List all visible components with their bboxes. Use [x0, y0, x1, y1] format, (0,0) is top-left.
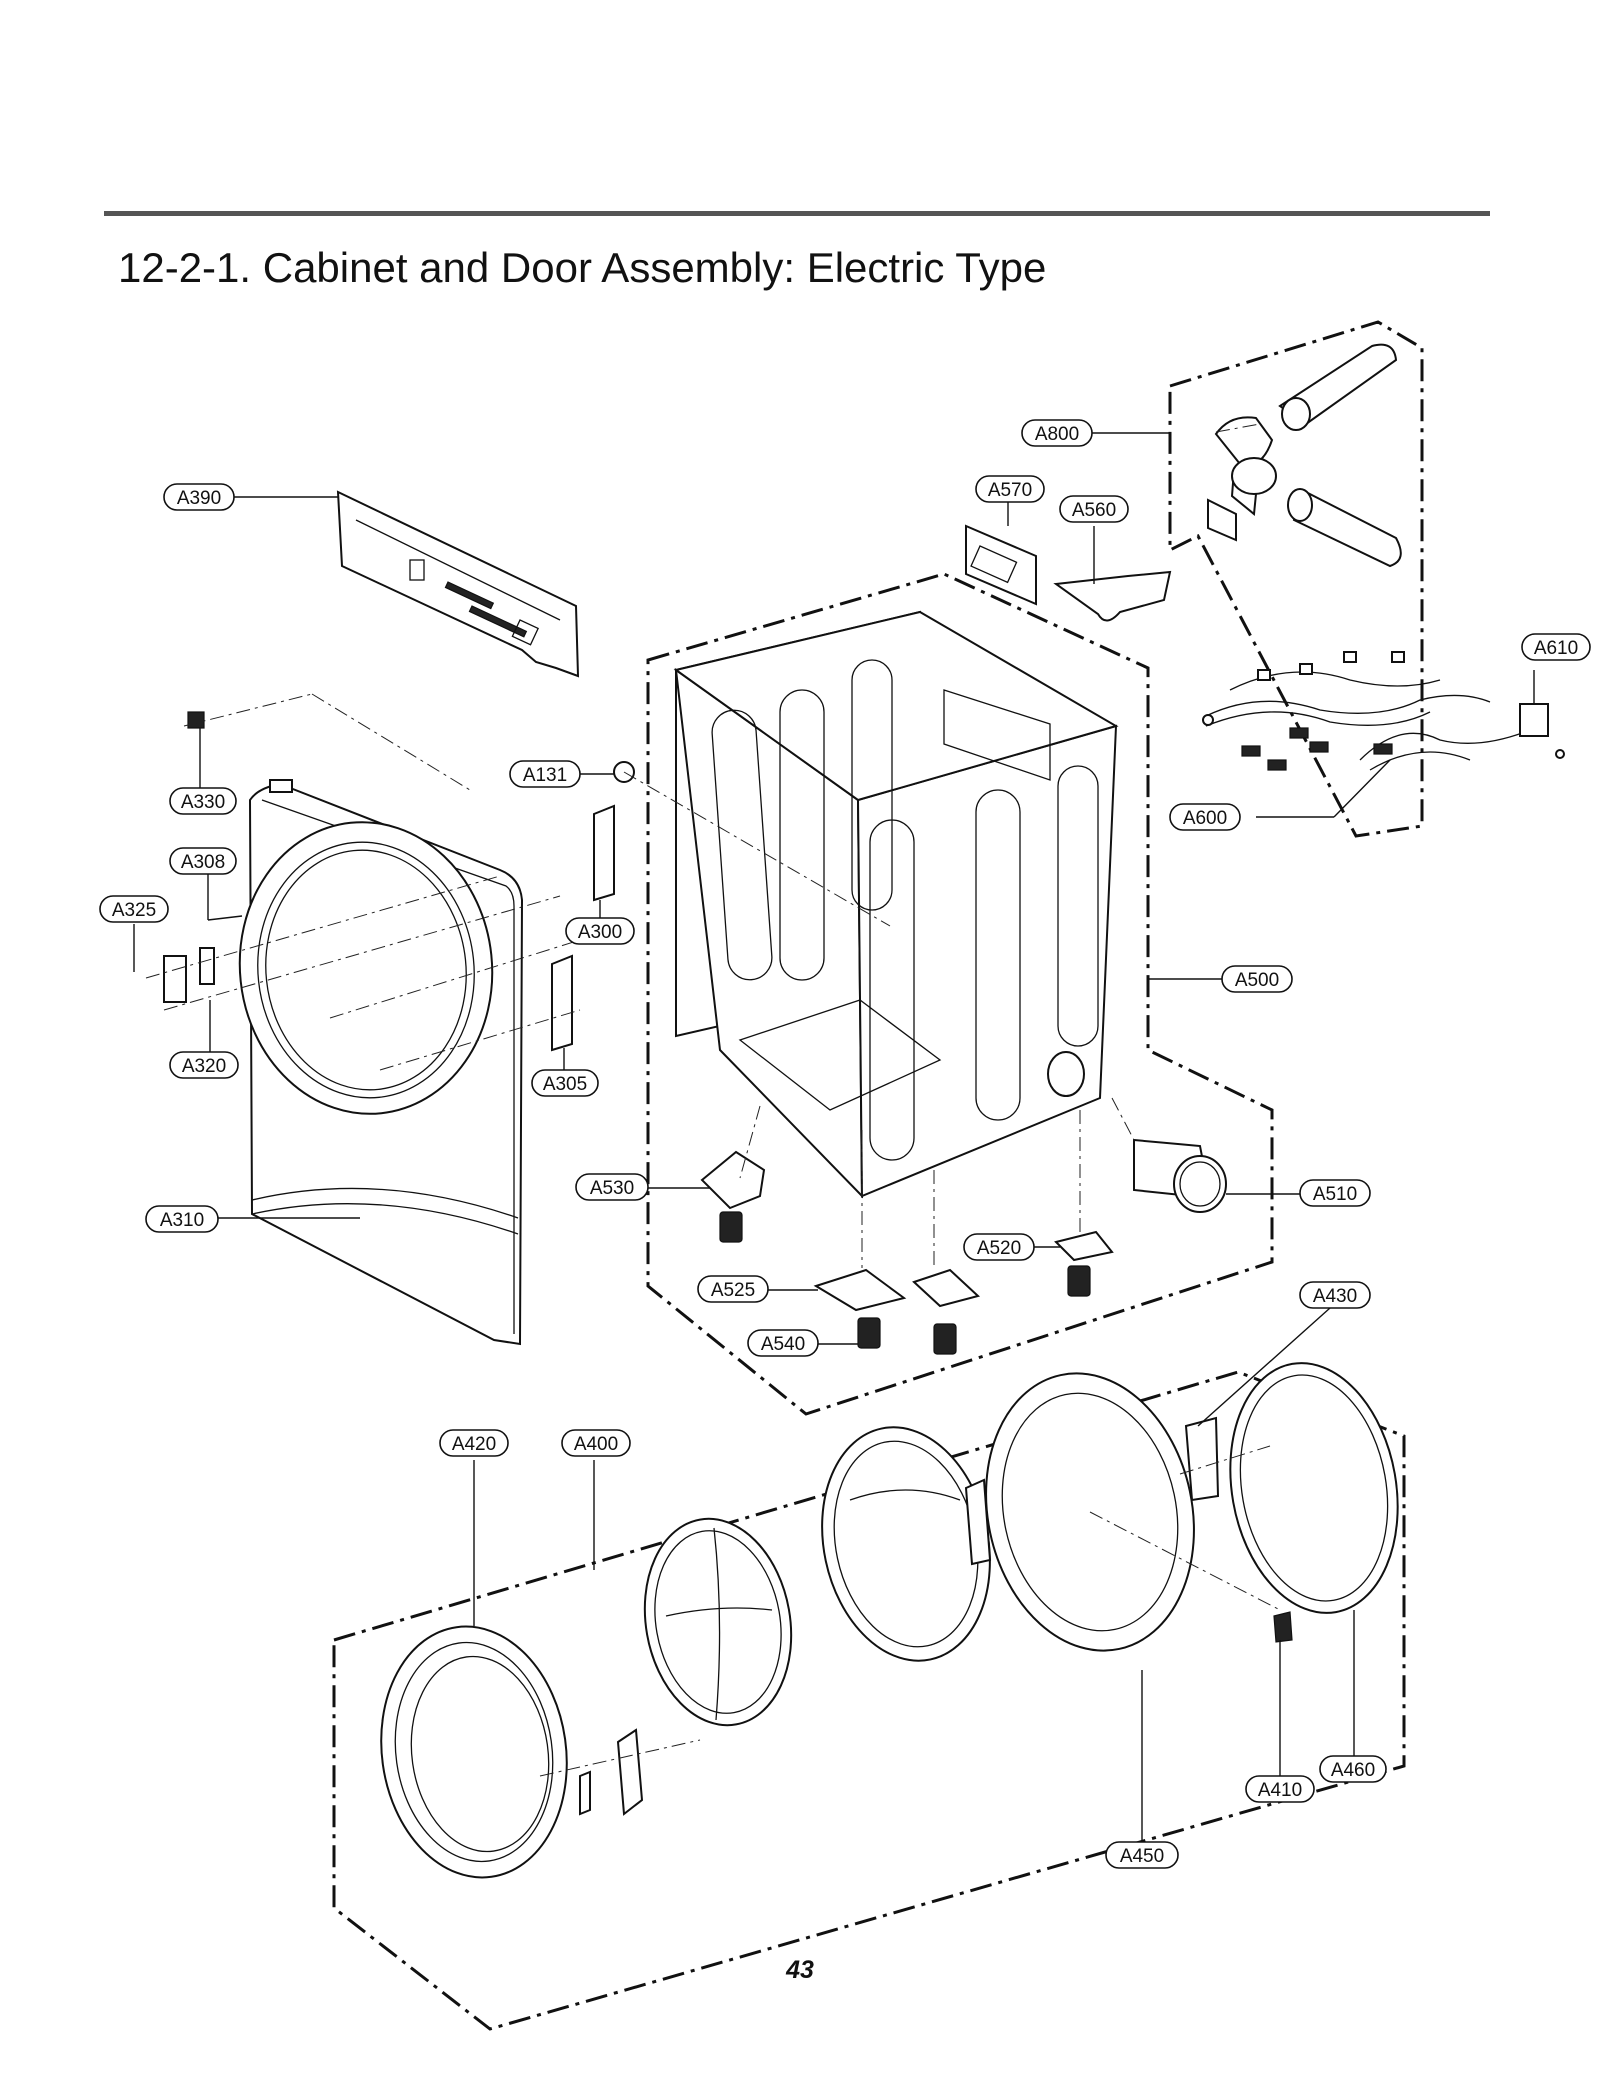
svg-text:A510: A510 — [1313, 1184, 1357, 1205]
callout-a500: A500 — [1221, 965, 1293, 993]
page-title: 12-2-1. Cabinet and Door Assembly: Elect… — [118, 244, 1047, 291]
svg-text:A610: A610 — [1534, 638, 1578, 659]
leg-bracket-part — [700, 1150, 1114, 1355]
callout-a610: A610 — [1521, 633, 1591, 661]
callout-a525: A525 — [697, 1275, 769, 1303]
door-outer-part — [380, 1625, 568, 1879]
callout-a460: A460 — [1319, 1755, 1387, 1783]
control-bracket-part — [336, 490, 580, 678]
callout-a310: A310 — [145, 1205, 219, 1233]
group-box-door — [332, 1370, 1406, 2031]
callout-a410: A410 — [1245, 1775, 1315, 1803]
svg-text:A400: A400 — [574, 1434, 618, 1455]
wire-harness-part — [1202, 651, 1565, 771]
callout-a420: A420 — [439, 1429, 509, 1457]
svg-text:A390: A390 — [177, 488, 221, 509]
callout-a600: A600 — [1169, 803, 1241, 831]
cabinet-part — [673, 610, 1119, 1199]
svg-text:A330: A330 — [181, 792, 225, 813]
callout-a530: A530 — [575, 1173, 649, 1201]
top-rule — [104, 211, 1490, 216]
svg-text:A525: A525 — [711, 1280, 755, 1301]
callout-a400: A400 — [561, 1429, 631, 1457]
callout-a800: A800 — [1021, 419, 1093, 447]
svg-text:A430: A430 — [1313, 1286, 1357, 1307]
callout-a320: A320 — [169, 1051, 239, 1079]
callout-a308: A308 — [169, 847, 237, 875]
svg-text:A300: A300 — [578, 922, 622, 943]
callout-a570: A570 — [975, 475, 1045, 503]
callout-a300: A300 — [565, 917, 635, 945]
svg-text:A800: A800 — [1035, 424, 1079, 445]
callout-a390: A390 — [163, 483, 235, 511]
svg-text:A420: A420 — [452, 1434, 496, 1455]
svg-text:A560: A560 — [1072, 500, 1116, 521]
callout-a520: A520 — [963, 1233, 1035, 1261]
page-number: 43 — [786, 1956, 814, 1984]
callout-a330: A330 — [169, 787, 237, 815]
group-box-duct — [1168, 320, 1424, 838]
door-gasket-part — [1229, 1362, 1399, 1614]
hinge-bracket-part — [163, 711, 615, 1052]
door-handle-part — [579, 1611, 1293, 1816]
svg-text:A320: A320 — [182, 1056, 226, 1077]
group-box-cabinet — [646, 572, 1274, 1416]
svg-text:A460: A460 — [1331, 1760, 1375, 1781]
svg-text:A310: A310 — [160, 1210, 204, 1231]
callout-a540: A540 — [747, 1329, 819, 1357]
svg-text:A500: A500 — [1235, 970, 1279, 991]
duct-guide-part — [1053, 570, 1172, 622]
svg-text:A410: A410 — [1258, 1780, 1302, 1801]
svg-text:A305: A305 — [543, 1074, 587, 1095]
callout-a131: A131 — [509, 760, 581, 788]
callout-a430: A430 — [1299, 1281, 1371, 1309]
svg-text:A325: A325 — [112, 900, 156, 921]
callout-a560: A560 — [1059, 495, 1129, 523]
front-panel-part — [238, 779, 524, 1346]
callout-a510: A510 — [1299, 1179, 1371, 1207]
svg-text:A450: A450 — [1120, 1846, 1164, 1867]
svg-text:A570: A570 — [988, 480, 1032, 501]
assembly-guides — [145, 423, 1281, 1777]
svg-text:A540: A540 — [761, 1334, 805, 1355]
exhaust-duct-part — [1207, 343, 1402, 568]
svg-text:A131: A131 — [523, 765, 567, 786]
svg-text:A308: A308 — [181, 852, 225, 873]
door-glass-part — [643, 1517, 793, 1727]
svg-text:A530: A530 — [590, 1178, 634, 1199]
leader-lines — [133, 432, 1535, 1840]
svg-text:A600: A600 — [1183, 808, 1227, 829]
callout-a305: A305 — [531, 1069, 599, 1097]
svg-text:A520: A520 — [977, 1238, 1021, 1259]
exhaust-tube-part — [613, 761, 1227, 1213]
rear-cover-part — [965, 524, 1037, 606]
callout-a450: A450 — [1105, 1841, 1179, 1869]
callout-a325: A325 — [99, 895, 169, 923]
